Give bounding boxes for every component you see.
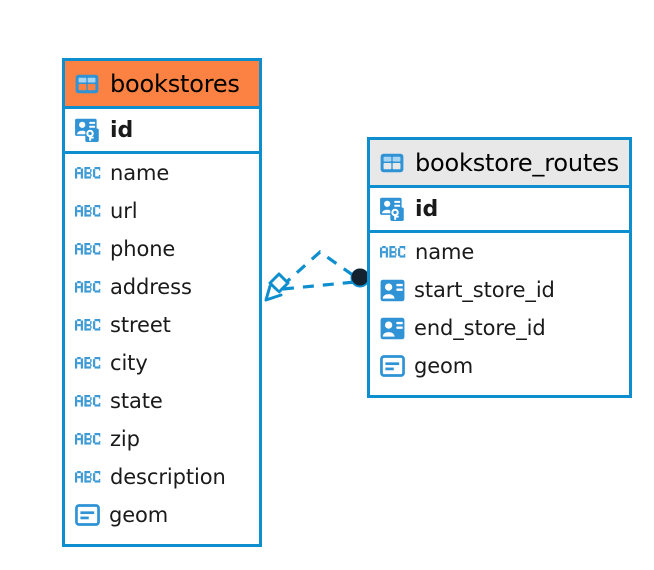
attribute-row-city[interactable]: city: [65, 344, 259, 382]
polygon-marker: [264, 272, 290, 302]
attribute-label-geom: geom: [414, 354, 474, 378]
entity-header-bookstore-routes[interactable]: bookstore_routes: [370, 140, 629, 188]
attribute-row-street[interactable]: street: [65, 306, 259, 344]
attribute-row-end-store-id[interactable]: end_store_id: [370, 309, 629, 347]
abc-text-icon: [75, 432, 101, 447]
attribute-label-name: name: [415, 240, 475, 264]
entity-header-bookstores[interactable]: bookstores: [65, 61, 259, 109]
attribute-label-id: id: [415, 196, 439, 222]
attribute-row-geom[interactable]: geom: [370, 347, 629, 385]
table-icon: [74, 71, 100, 97]
table-icon: [379, 150, 405, 176]
attribute-label-zip: zip: [110, 427, 140, 451]
attribute-row-geom[interactable]: geom: [65, 496, 259, 534]
attribute-label-geom: geom: [109, 503, 169, 527]
entity-title-bookstore-routes: bookstore_routes: [415, 148, 619, 177]
geometry-icon: [380, 355, 405, 377]
abc-text-icon: [75, 166, 101, 181]
attribute-row-pk-bookstores[interactable]: id: [65, 109, 259, 154]
abc-text-icon: [75, 318, 101, 333]
abc-text-icon: [380, 245, 406, 260]
attribute-row-start-store-id[interactable]: start_store_id: [370, 271, 629, 309]
attribute-label-url: url: [110, 199, 138, 223]
foreign-key-icon: [380, 316, 405, 341]
attribute-row-zip[interactable]: zip: [65, 420, 259, 458]
geometry-icon: [75, 504, 100, 526]
primary-key-icon: [379, 195, 407, 223]
attribute-row-description[interactable]: description: [65, 458, 259, 496]
attribute-label-street: street: [110, 313, 171, 337]
entity-table-bookstores[interactable]: bookstores id: [62, 58, 262, 547]
abc-text-icon: [75, 394, 101, 409]
entity-title-bookstores: bookstores: [110, 69, 240, 98]
attribute-label-id: id: [110, 117, 134, 143]
foreign-key-icon: [380, 278, 405, 303]
attribute-row-name[interactable]: name: [65, 154, 259, 192]
abc-text-icon: [75, 204, 101, 219]
attribute-label-phone: phone: [110, 237, 176, 261]
attribute-label-state: state: [110, 389, 163, 413]
attribute-label-description: description: [110, 465, 226, 489]
attribute-row-url[interactable]: url: [65, 192, 259, 230]
abc-text-icon: [75, 356, 101, 371]
attribute-row-pk-bookstore-routes[interactable]: id: [370, 188, 629, 233]
attribute-row-phone[interactable]: phone: [65, 230, 259, 268]
attribute-label-name: name: [110, 161, 170, 185]
attribute-label-start-store-id: start_store_id: [414, 278, 555, 302]
attribute-row-name[interactable]: name: [370, 233, 629, 271]
attribute-label-end-store-id: end_store_id: [414, 316, 546, 340]
abc-text-icon: [75, 242, 101, 257]
relationship-line-lower[interactable]: [282, 280, 356, 291]
abc-text-icon: [75, 280, 101, 295]
attribute-label-city: city: [110, 351, 148, 375]
primary-key-icon: [74, 116, 102, 144]
abc-text-icon: [75, 470, 101, 485]
relationship-line-upper[interactable]: [280, 249, 358, 288]
attribute-label-address: address: [110, 275, 192, 299]
attribute-row-address[interactable]: address: [65, 268, 259, 306]
entity-table-bookstore-routes[interactable]: bookstore_routes id: [367, 137, 632, 398]
attribute-row-state[interactable]: state: [65, 382, 259, 420]
